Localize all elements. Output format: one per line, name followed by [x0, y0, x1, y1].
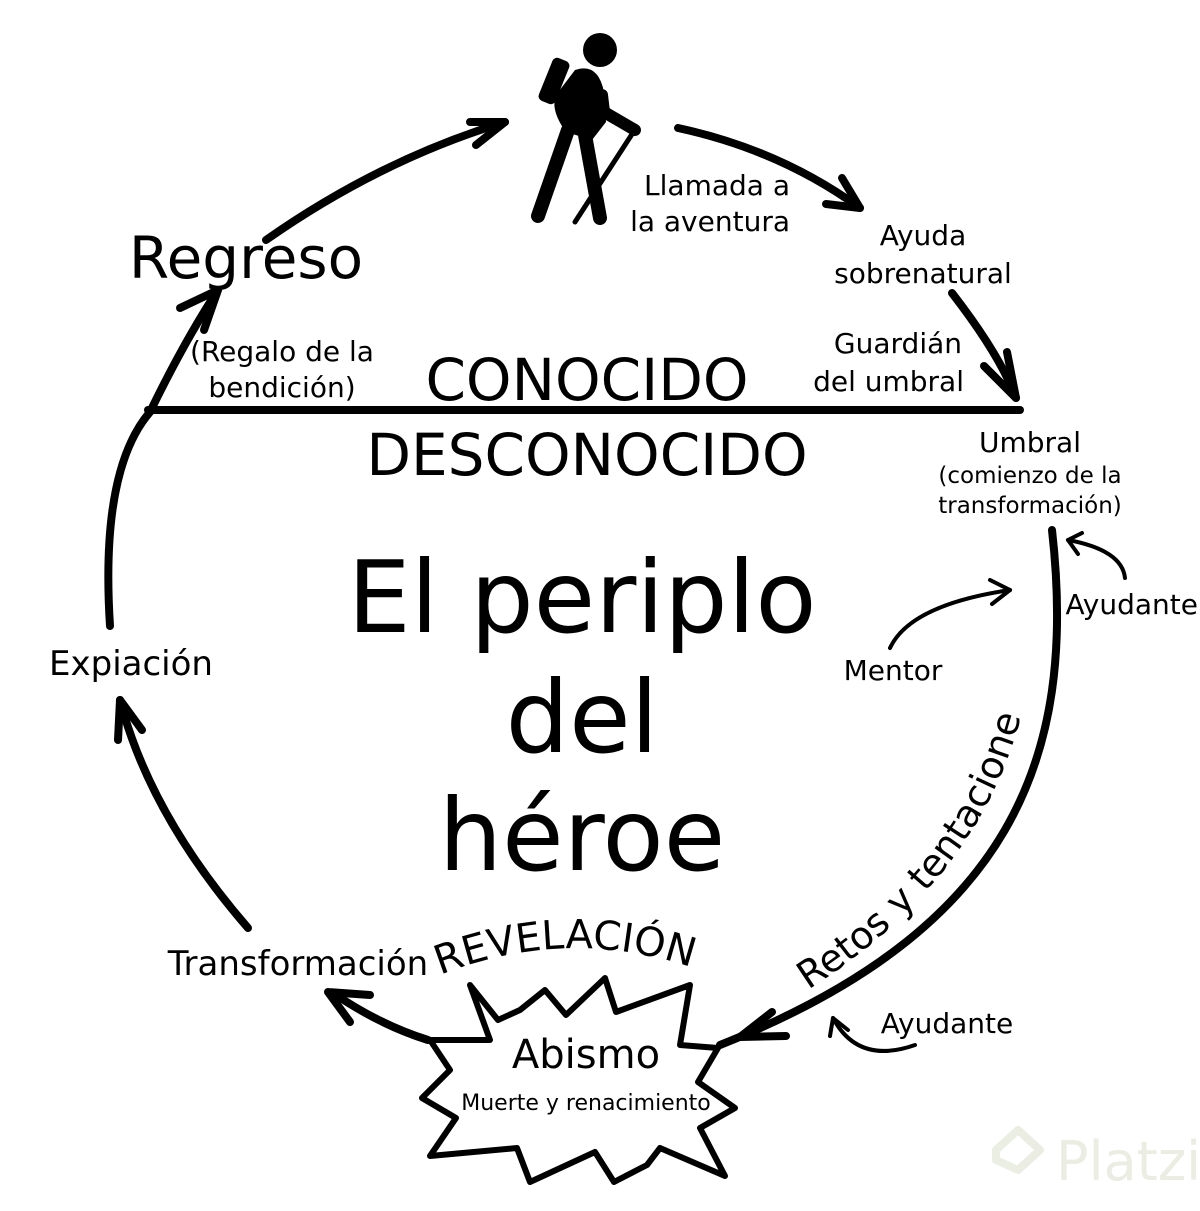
watermark: Platzi — [992, 1126, 1200, 1193]
platzi-logo-icon — [992, 1126, 1044, 1174]
abyss-burst-shape — [419, 975, 738, 1185]
return-line-1: (Regalo de la — [190, 335, 374, 368]
arrowhead-atonement — [114, 696, 146, 744]
hiker-icon — [531, 33, 641, 225]
transformation-label: Transformación — [167, 944, 428, 984]
center-title: El periplo del héroe — [347, 539, 816, 894]
arc-atonement-to-return — [104, 286, 222, 630]
arc-trials — [716, 526, 1062, 1049]
arrowhead-abyss — [736, 1008, 790, 1041]
arrow-helper-bottom — [831, 1016, 917, 1053]
aid-label-line-2: sobrenatural — [834, 257, 1012, 290]
center-title-line-3: héroe — [439, 777, 726, 894]
helper-top-label: Ayudante — [1066, 588, 1198, 621]
arrow-mentor — [888, 588, 1012, 650]
revelation-label: REVELACIÓN — [428, 912, 701, 984]
arrowhead-transformation — [324, 988, 374, 1026]
center-title-line-1: El periplo — [347, 539, 816, 656]
arrowhead-return — [176, 286, 222, 334]
atonement-label: Expiación — [49, 644, 213, 684]
aid-label-line-1: Ayuda — [880, 219, 967, 252]
arc-abyss-to-transformation — [329, 989, 432, 1044]
guardian-label-line-1: Guardián — [834, 327, 962, 360]
arc-return-to-start — [262, 118, 509, 244]
revelation-label-path: REVELACIÓN — [428, 912, 701, 984]
return-title: Regreso — [129, 224, 363, 292]
zone-known-label: CONOCIDO — [425, 346, 748, 414]
arrowhead-helper-bottom — [828, 1016, 850, 1038]
cycle-arrows — [104, 118, 1062, 1049]
arrowhead-start — [466, 118, 509, 149]
guardian-label-line-2: del umbral — [813, 365, 964, 398]
threshold-line-2: transformación) — [938, 493, 1122, 519]
call-label-line-1: Llamada a — [644, 169, 790, 202]
threshold-line-1: (comienzo de la — [938, 463, 1121, 489]
helper-bottom-label: Ayudante — [881, 1007, 1013, 1040]
watermark-text: Platzi — [1056, 1130, 1200, 1193]
threshold-title: Umbral — [979, 426, 1081, 459]
return-line-2: bendición) — [208, 371, 355, 404]
helper-arrows — [828, 531, 1127, 1053]
arrowhead-aid — [822, 174, 864, 212]
abyss-title: Abismo — [512, 1032, 660, 1078]
arrowhead-mentor — [988, 578, 1012, 606]
arrow-helper-top — [1066, 538, 1127, 580]
arc-call-to-aid — [674, 124, 864, 212]
mentor-label: Mentor — [844, 654, 943, 687]
abyss-subtitle: Muerte y renacimiento — [461, 1091, 711, 1116]
call-label-line-2: la aventura — [630, 205, 790, 238]
arrowhead-threshold — [980, 348, 1020, 402]
arrowhead-helper-top — [1066, 531, 1084, 556]
center-title-line-2: del — [506, 659, 659, 776]
arc-transformation-to-atonement — [116, 696, 252, 932]
zone-unknown-label: DESCONOCIDO — [366, 421, 807, 489]
